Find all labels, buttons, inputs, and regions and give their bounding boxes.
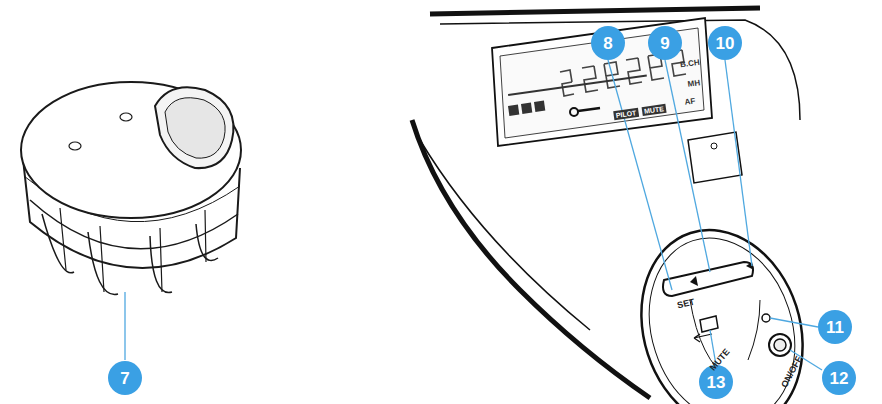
callout-circle [108,26,856,399]
button-label: MUTE [708,347,731,372]
button-label: SET [676,298,695,311]
button-label: ON/OFF [780,355,804,389]
callout-number: 13 [707,374,726,391]
microphone-cap [21,82,241,294]
transmitter-body [412,8,828,404]
callout-number: 7 [120,370,129,387]
callout-number: 10 [716,35,735,52]
display-indicator: PILOT [613,108,639,120]
display-indicator: MUTE [642,104,667,116]
leader-line [125,60,822,370]
callout-number: 11 [826,319,844,336]
callout-number: 9 [660,35,669,52]
callout-number: 8 [603,35,612,52]
display-text: AF [684,97,696,106]
display-text: MH [687,79,700,89]
callout-number: 12 [830,370,849,387]
display-text: B.CH [680,59,700,70]
